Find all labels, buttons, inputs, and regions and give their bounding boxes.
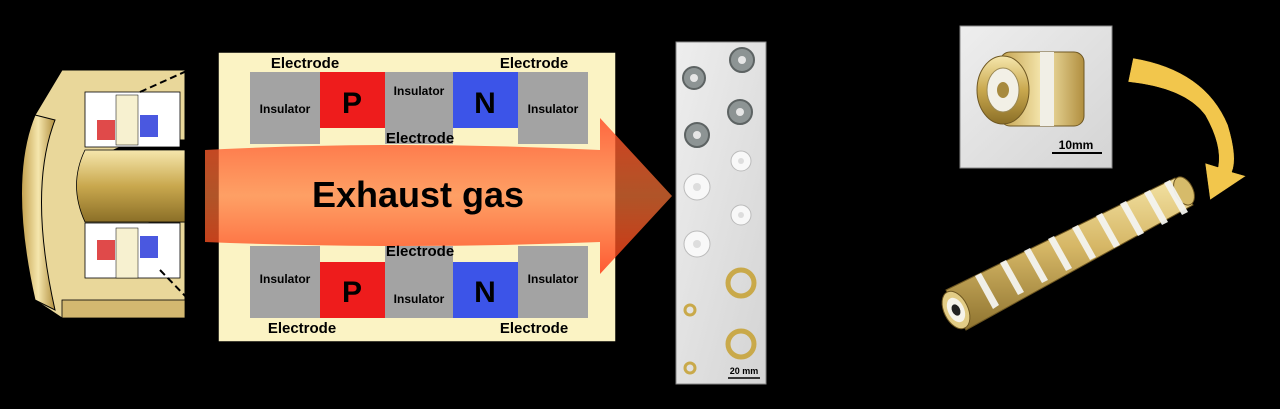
insulator-upper-right [518, 72, 588, 144]
p-label-upper: P [342, 87, 362, 120]
insulator-label-upper-right: Insulator [528, 102, 579, 116]
module-scale-label: 10mm [1059, 138, 1094, 152]
p-leg-top-3d [97, 120, 115, 140]
electrode-label-upper-inner: Electrode [386, 130, 454, 147]
samples-photo: 20 mm [675, 41, 767, 385]
insulator-upper-left [250, 72, 320, 144]
insulator-lower-right [518, 246, 588, 318]
p-leg-lower [320, 262, 385, 318]
insulator-label-lower-right: Insulator [528, 272, 579, 286]
samples-scale-label: 20 mm [730, 366, 759, 376]
electrode-label-bottom-left: Electrode [268, 320, 336, 337]
exhaust-gas-label: Exhaust gas [312, 174, 524, 215]
insulator-label-upper-middle: Insulator [394, 84, 445, 98]
module-photo: 10mm [959, 25, 1113, 169]
electrode-label-top-left: Electrode [271, 55, 339, 72]
n-leg-top-3d [140, 115, 158, 137]
n-leg-upper [453, 72, 518, 128]
n-leg-lower [453, 262, 518, 318]
n-leg-bottom-3d [140, 236, 158, 258]
p-leg-upper [320, 72, 385, 128]
p-label-lower: P [342, 276, 362, 309]
exhaust-gas-arrow: Exhaust gas [205, 118, 672, 274]
curved-arrow [1127, 57, 1247, 201]
electrode-label-top-right: Electrode [500, 55, 568, 72]
insulator-lower-left [250, 246, 320, 318]
assembled-tube [941, 176, 1195, 331]
insulator-label-lower-left: Insulator [260, 272, 311, 286]
module-cutaway-3d [21, 55, 221, 333]
insulator-label-lower-middle: Insulator [394, 292, 445, 306]
p-leg-bottom-3d [97, 240, 115, 260]
insulator-lower-middle [385, 246, 453, 318]
electrode-label-bottom-right: Electrode [500, 320, 568, 337]
insulator-upper-middle [385, 72, 453, 144]
n-label-upper: N [474, 87, 496, 120]
electrode-label-lower-inner: Electrode [386, 243, 454, 260]
insulator-label-upper-left: Insulator [260, 102, 311, 116]
n-label-lower: N [474, 276, 496, 309]
